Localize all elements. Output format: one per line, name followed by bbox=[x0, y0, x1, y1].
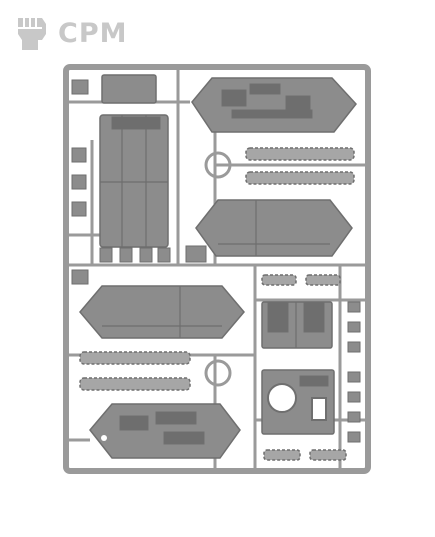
part-track-bottom-right bbox=[263, 449, 347, 461]
fist-logo-icon bbox=[18, 18, 46, 50]
sprue-frame bbox=[63, 64, 371, 474]
part-small-right-column bbox=[347, 301, 361, 443]
part-tank-side-mid bbox=[195, 199, 353, 257]
part-track-row-4 bbox=[79, 377, 191, 391]
part-track-row-1 bbox=[245, 147, 355, 161]
part-tank-side-bottom bbox=[89, 403, 241, 459]
watermark-text: CPM bbox=[58, 17, 128, 49]
part-turret-plate bbox=[261, 369, 335, 435]
part-top-hatch bbox=[101, 74, 157, 104]
part-hull-plate bbox=[99, 114, 169, 248]
part-track-row-2 bbox=[245, 171, 355, 185]
part-tank-side-top bbox=[191, 77, 357, 133]
part-door-assembly bbox=[261, 301, 333, 349]
watermark-logo: CPM bbox=[12, 14, 127, 52]
part-tank-side-lower bbox=[79, 285, 245, 339]
part-track-small-right bbox=[261, 274, 341, 286]
part-track-row-3 bbox=[79, 351, 191, 365]
part-small-left-column bbox=[71, 79, 207, 285]
